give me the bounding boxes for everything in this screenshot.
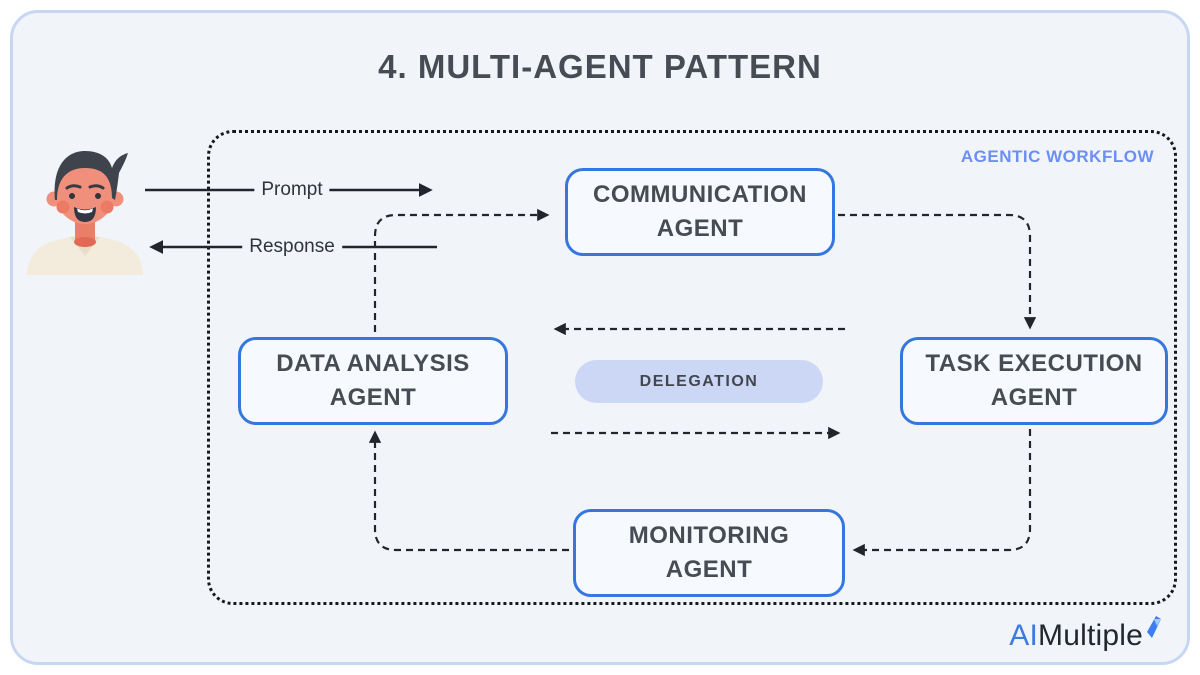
communication-agent-box: COMMUNICATION AGENT (565, 168, 835, 256)
data-analysis-agent-label-line2: AGENT (329, 384, 417, 411)
prompt-label: Prompt (254, 179, 330, 201)
task-execution-agent-label-line2: AGENT (990, 384, 1078, 411)
monitoring-agent-label-line1: MONITORING (628, 522, 790, 549)
avatar-cheek-right (100, 200, 114, 214)
avatar-face (55, 160, 115, 224)
logo-text-multiple: Multiple (1038, 619, 1143, 652)
avatar-eyebrow-right (88, 184, 105, 190)
avatar-hair (54, 151, 128, 200)
data-analysis-agent-label-line1: DATA ANALYSIS (276, 350, 470, 377)
task-execution-agent-label-line1: TASK EXECUTION (925, 350, 1143, 377)
avatar-neck-shadow (74, 237, 96, 247)
monitoring-agent-label-line2: AGENT (665, 556, 753, 583)
user-avatar (27, 151, 143, 275)
avatar-eye-right (95, 193, 101, 199)
communication-agent-label-line2: AGENT (656, 215, 744, 242)
avatar-eye-left (69, 193, 75, 199)
avatar-teeth (77, 208, 93, 214)
avatar-cheek-left (56, 200, 70, 214)
page-title: 4. MULTI-AGENT PATTERN (378, 48, 822, 85)
logo-text-ai: AI (1009, 619, 1039, 652)
delegation-badge: DELEGATION (575, 360, 823, 403)
agentic-workflow-container: AGENTIC WORKFLOW (207, 130, 1177, 605)
data-analysis-agent-box: DATA ANALYSIS AGENT (238, 337, 508, 425)
task-execution-agent-box: TASK EXECUTION AGENT (900, 337, 1168, 425)
avatar-eyebrow-left (65, 184, 82, 190)
agentic-workflow-label: AGENTIC WORKFLOW (960, 147, 1154, 166)
delegation-label: DELEGATION (639, 372, 759, 390)
communication-agent-label-line1: COMMUNICATION (592, 181, 808, 208)
monitoring-agent-box: MONITORING AGENT (573, 509, 845, 597)
logo-swoosh-icon (1147, 616, 1161, 638)
response-label: Response (242, 236, 342, 258)
